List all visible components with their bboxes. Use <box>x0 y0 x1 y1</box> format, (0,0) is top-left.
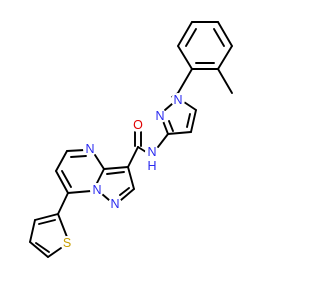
bond <box>186 113 191 128</box>
atom-label-n: N <box>173 93 182 107</box>
atom-label-n: N <box>155 109 164 123</box>
bond <box>137 146 147 153</box>
bond <box>106 171 125 175</box>
thiophene-s-atom: S <box>60 236 74 250</box>
bond <box>213 28 225 47</box>
bond <box>55 170 69 194</box>
bond <box>38 219 56 225</box>
atom-label-h: H <box>147 159 156 173</box>
atom-labels: N N N H O N N N S <box>60 93 185 250</box>
bond <box>183 101 197 111</box>
bond <box>29 241 49 258</box>
bond <box>185 28 197 47</box>
bond <box>67 190 92 194</box>
bond <box>217 45 233 70</box>
bond <box>157 133 169 148</box>
bond <box>217 68 233 94</box>
atom-label-n: N <box>85 142 94 156</box>
pyrazole-b-n-atom: N <box>108 197 122 211</box>
bond <box>127 166 135 190</box>
bond <box>57 213 68 238</box>
atom-label-n: N <box>92 183 101 197</box>
bond <box>127 146 139 168</box>
bond <box>164 103 173 111</box>
bond <box>35 242 50 253</box>
bond <box>217 21 233 47</box>
pyrimidine-n-atom: N <box>83 142 97 156</box>
atom-label-n: N <box>110 197 119 211</box>
bond <box>162 120 169 135</box>
bond <box>55 150 68 172</box>
bond <box>34 213 59 221</box>
bond <box>101 193 110 201</box>
bond <box>190 109 197 133</box>
bond <box>57 192 69 215</box>
pyrazole-n1-atom: N <box>171 93 185 107</box>
bond-layer <box>29 21 233 258</box>
bond <box>47 247 62 258</box>
bond <box>70 155 87 158</box>
bond <box>177 45 193 70</box>
pyrazole-n2-atom: N <box>153 109 167 123</box>
atom-label-s: S <box>63 236 71 250</box>
bond <box>96 168 105 184</box>
bond <box>120 188 135 201</box>
bond <box>168 120 174 132</box>
bond <box>177 21 193 47</box>
molecule-canvas: N N N H O N N N S <box>29 21 233 258</box>
bond <box>66 149 86 152</box>
bond <box>61 170 72 188</box>
atom-label-n: N <box>147 145 156 159</box>
bond <box>167 131 192 135</box>
molecule-structure: N N N H O N N N S <box>29 21 233 258</box>
atom-label-o: O <box>133 118 143 132</box>
bridgehead-n-atom: N <box>90 183 104 197</box>
bond <box>177 68 193 94</box>
bond <box>103 166 129 170</box>
bond <box>29 219 36 243</box>
amide-nh-atom: N H <box>145 145 159 173</box>
carbonyl-o-atom: O <box>131 118 145 132</box>
bond <box>94 154 105 170</box>
bond <box>119 187 130 196</box>
